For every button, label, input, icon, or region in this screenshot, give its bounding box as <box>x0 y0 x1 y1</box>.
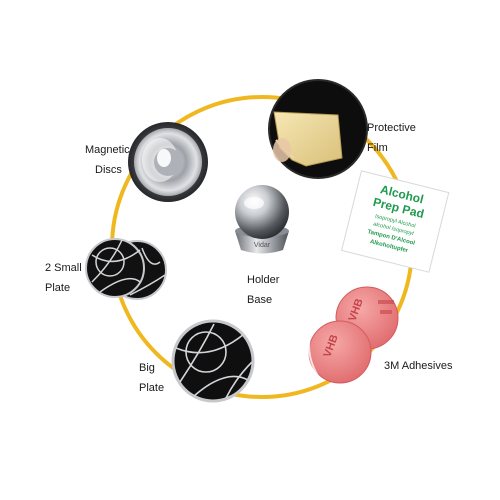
label-holder-base: Holder Base <box>247 274 280 306</box>
magnetic-disc-item <box>128 122 208 202</box>
label-protective-film: Protective Film <box>367 122 416 154</box>
holder-brand-text: Vidar <box>254 242 271 249</box>
adhesive-pads-item: VHB VHB <box>308 286 399 384</box>
label-magnetic-discs: Magnetic Discs <box>85 144 130 176</box>
label-big-plate: Big Plate <box>139 362 165 394</box>
label-two-small-plate: 2 Small Plate <box>45 262 82 294</box>
holder-base-item: Vidar <box>235 185 289 254</box>
small-plates-item <box>85 238 167 300</box>
protective-film-item <box>268 79 368 179</box>
alcohol-prep-pad-item: Alcohol Prep Pad Isopropyl Alcohol alcoh… <box>340 170 450 273</box>
big-plate-item <box>171 319 255 403</box>
label-3m-adhesives: 3M Adhesives <box>384 360 453 372</box>
